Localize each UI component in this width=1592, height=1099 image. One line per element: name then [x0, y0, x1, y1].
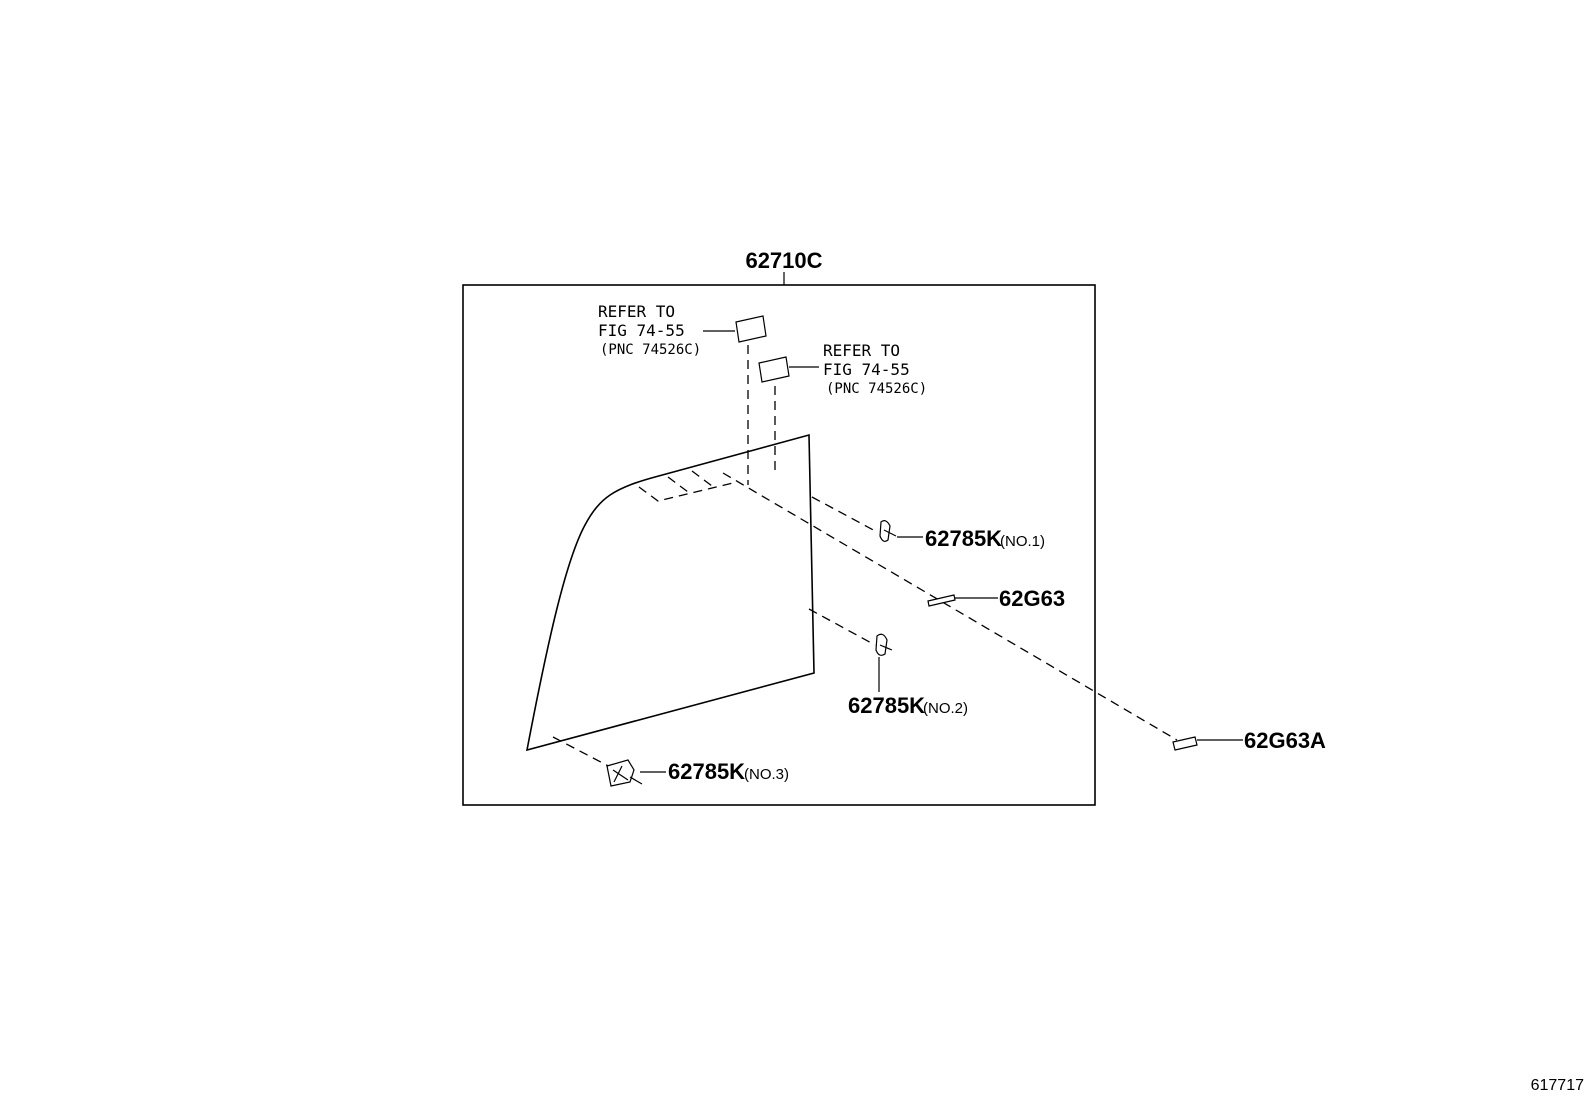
quarter-window-glass [525, 433, 815, 752]
reference-1-line2: FIG 74-55 [598, 321, 685, 340]
reference-2-line2: FIG 74-55 [823, 360, 910, 379]
reference-2-line3: (PNC 74526C) [826, 381, 927, 397]
reference-1-line3: (PNC 74526C) [600, 342, 701, 358]
clip-no2-icon[interactable] [875, 633, 893, 656]
glass-top-detail-dash [638, 482, 734, 502]
glass-top-detail-dash-2 [667, 476, 689, 493]
clip-no2-part-number[interactable]: 62785K [848, 693, 925, 718]
sticker-1[interactable] [735, 315, 767, 343]
clip-no1-part-number[interactable]: 62785K [925, 526, 1002, 551]
clip-no1-note: (NO.1) [1000, 533, 1045, 550]
clip-no3-note: (NO.3) [744, 766, 789, 783]
sticker-2[interactable] [758, 356, 790, 383]
clip-no1-dash [811, 496, 878, 533]
moulding-dash [722, 472, 1178, 741]
moulding-62g63-icon[interactable] [927, 594, 956, 607]
clip-no1-icon[interactable] [879, 520, 897, 542]
reference-2-line1: REFER TO [823, 341, 900, 360]
clip-no3-dash [552, 736, 617, 771]
assembly-frame [462, 284, 1096, 806]
moulding-62g63-part-number[interactable]: 62G63 [999, 586, 1065, 611]
clip-no3-part-number[interactable]: 62785K [668, 759, 745, 784]
assembly-part-number[interactable]: 62710C [745, 248, 822, 273]
clip-no3-icon[interactable] [606, 759, 643, 787]
moulding-62g63a-part-number[interactable]: 62G63A [1244, 728, 1326, 753]
figure-id: 617717 [1531, 1077, 1584, 1094]
glass-top-detail-dash-3 [691, 470, 713, 487]
clip-no2-dash [808, 608, 876, 646]
clip-no2-note: (NO.2) [923, 700, 968, 717]
moulding-62g63a-icon[interactable] [1172, 736, 1198, 751]
reference-1-line1: REFER TO [598, 302, 675, 321]
